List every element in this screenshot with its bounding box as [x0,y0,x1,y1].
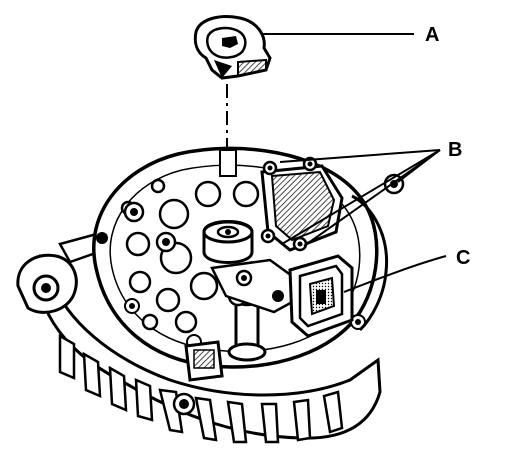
cover-bolts [96,201,366,416]
callout-c-leader [343,255,447,293]
part-c-connector [288,254,354,338]
callout-a-label: A [425,24,439,46]
lower-plug [184,340,224,382]
callout-b-label: B [448,139,462,161]
part-a-terminal-cap [193,15,272,80]
terminal-nut [202,149,254,264]
alternator-body [16,146,405,444]
callout-b-leaders [279,149,441,247]
voltage-regulator [260,156,344,252]
callout-c-label: C [456,247,470,269]
